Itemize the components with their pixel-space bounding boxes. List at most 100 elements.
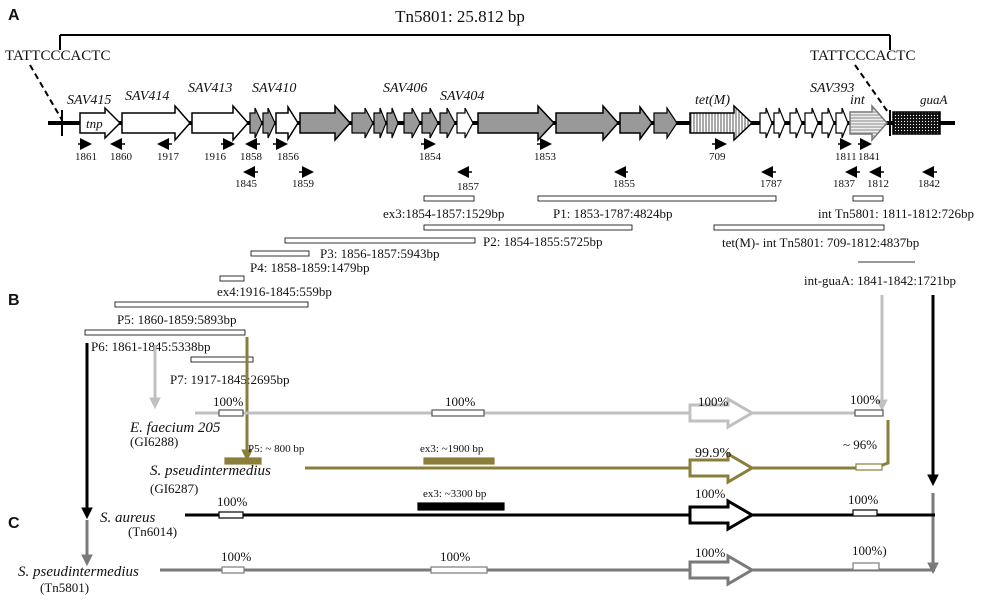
orf-arrow — [439, 107, 456, 139]
homology-region — [430, 566, 488, 574]
orf-arrow — [403, 107, 421, 139]
orf-arrow — [653, 106, 678, 140]
amplicon-bar — [84, 329, 246, 336]
identity-label: 100% — [440, 549, 471, 564]
strain-name: S. pseudintermedius — [150, 463, 271, 479]
identity-label: 100% — [698, 394, 729, 409]
orf-arrow — [386, 107, 399, 139]
strain-island: (Tn6014) — [128, 524, 177, 539]
orf-arrow — [456, 107, 474, 139]
homology-region — [852, 509, 878, 517]
identity-label: 100% — [217, 494, 248, 509]
amplicon-bar — [852, 195, 884, 202]
panel-c-label: C — [8, 515, 20, 532]
amplicon-label-ex3: ex3:1854-1857:1529bp — [383, 206, 504, 221]
strain-name: E. faecium 205 — [129, 420, 221, 436]
repeat-left: TATTCCCACTC — [5, 48, 110, 64]
repeat-right-dash — [854, 64, 891, 116]
strain-tracks: 100% 100% 100% 100% E. faecium 205(GI6288) P5… — [18, 392, 935, 595]
amplicon-label-tet-int: tet(M)- int Tn5801: 709-1812:4837bp — [722, 235, 919, 250]
gene-sav414: SAV414 — [125, 89, 169, 104]
orf-arrow — [275, 104, 299, 142]
orf-arrow — [299, 104, 352, 142]
amplicon-label-p4: P4: 1858-1859:1479bp — [250, 260, 370, 275]
primer-label: 1842 — [918, 178, 940, 190]
homology-region — [221, 566, 245, 574]
orf-arrow — [121, 104, 192, 142]
primer-label: 1860 — [110, 151, 133, 163]
gene-sav410: SAV410 — [252, 81, 296, 96]
amplicon-label-p1: P1: 1853-1787:4824bp — [553, 206, 673, 221]
strain-island: (GI6288) — [130, 434, 178, 449]
gene-sav415: SAV415 — [67, 93, 111, 108]
homology-region — [218, 511, 244, 519]
orf-arrow — [79, 106, 122, 140]
amplicon-label-ex4: ex4:1916-1845:559bp — [217, 284, 332, 299]
strain-name: S. pseudintermedius — [18, 564, 139, 580]
identity-label: 100%) — [852, 543, 887, 558]
homology-region — [423, 457, 495, 465]
gene-tnp: tnp — [86, 116, 103, 131]
primer-label: 1837 — [833, 178, 856, 190]
primer-label: 1841 — [858, 151, 880, 163]
orf-arrow — [619, 104, 653, 142]
panel-b-label: B — [8, 292, 20, 309]
amplicon-bar — [250, 250, 310, 257]
amplicon-bar — [219, 275, 245, 282]
amplicon-bar — [284, 237, 476, 244]
orf-arrow — [351, 107, 374, 139]
strain-track-spi2: 100%100%100%100%)S. pseudintermedius(Tn5… — [18, 543, 935, 595]
identity-label: 100% — [850, 392, 881, 407]
orf-arrow — [421, 107, 439, 139]
strain-island: (Tn5801) — [40, 580, 89, 595]
tetm-homolog-arrow — [688, 498, 755, 532]
homology-region — [854, 409, 884, 417]
orf-arrow — [262, 107, 276, 139]
amplicon-label-p3: P3: 1856-1857:5943bp — [320, 246, 440, 261]
primer-label: 1811 — [835, 151, 857, 163]
orf-arrow — [759, 107, 773, 139]
tetm-homolog-arrow — [688, 553, 755, 587]
primer-label: 1854 — [419, 151, 442, 163]
panel-a-label: A — [8, 7, 20, 24]
strain-name: S. aureus — [100, 510, 155, 526]
primer-label: 709 — [709, 151, 726, 163]
identity-label: ex3: ~3300 bp — [423, 488, 487, 500]
orf-arrow — [835, 107, 849, 139]
primer-label: 1916 — [204, 151, 227, 163]
primer-label: 1845 — [235, 178, 258, 190]
gene-guaa: guaA — [920, 92, 948, 107]
primer-label: 1853 — [534, 151, 557, 163]
amplicon-label-int-guaa: int-guaA: 1841-1842:1721bp — [804, 273, 956, 288]
connector-arrows — [81, 295, 939, 575]
primer-label: 1812 — [867, 178, 889, 190]
int-arrow — [849, 104, 889, 142]
tetm-homolog-arrow — [688, 396, 755, 430]
identity-label: 99.9% — [695, 446, 732, 461]
primer-labels: 1861 1860 1917 1916 1858 1856 1854 1853 … — [75, 151, 940, 193]
homology-region — [855, 463, 883, 471]
repeat-right: TATTCCCACTC — [810, 48, 915, 64]
amplicon-bar — [114, 301, 309, 308]
identity-label: 100% — [848, 492, 879, 507]
identity-label: P5: ~ 800 bp — [248, 443, 305, 455]
strain-track-saureus: 100% ex3: ~3300 bp 100% 100% S. aureus(Tn601… — [100, 486, 935, 539]
strain-island: (GI6287) — [150, 481, 198, 496]
primer-label: 1787 — [760, 178, 783, 190]
repeat-left-dash — [29, 64, 63, 121]
amplicon-label-p2: P2: 1854-1855:5725bp — [483, 234, 603, 249]
amplicon-label-p7: P7: 1917-1845:2695bp — [170, 372, 290, 387]
homology-region — [218, 409, 244, 417]
orf-arrow — [373, 107, 387, 139]
primer-label: 1857 — [457, 181, 480, 193]
identity-label: ex3: ~1900 bp — [420, 443, 484, 455]
strain-track-efaecium: 100%100%100%100%E. faecium 205(GI6288) — [129, 392, 884, 449]
identity-label: 100% — [695, 486, 726, 501]
identity-label: 100% — [695, 545, 726, 560]
amplicon-bars — [84, 195, 885, 363]
amplicon-bar — [423, 224, 633, 231]
homology-region — [852, 562, 880, 571]
orf-arrow — [789, 107, 803, 139]
